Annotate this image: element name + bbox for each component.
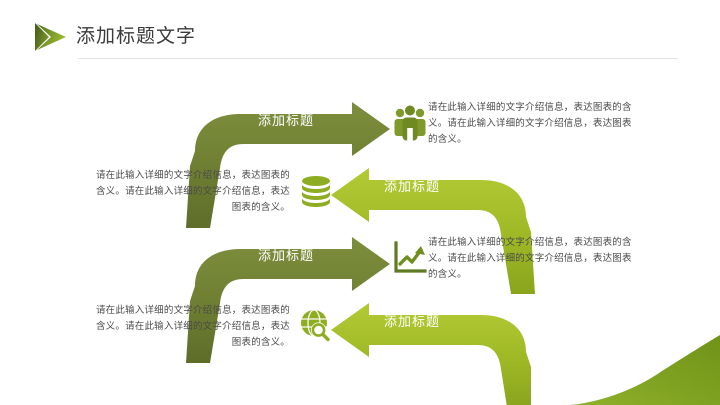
flow-row-4: 添加标题 请在此输入详细的文字介绍信息，表达图表的含义。请在此输入详细的文字介 bbox=[0, 297, 720, 405]
globe-search-icon bbox=[298, 307, 334, 347]
line-chart-up-icon bbox=[392, 239, 428, 279]
arrow-label-2: 添加标题 bbox=[384, 180, 441, 195]
flow-arrow-left-2[interactable] bbox=[0, 162, 720, 294]
flow-body-text-4: 请在此输入详细的文字介绍信息，表达图表的含义。请在此输入详细的文字介绍信息，表达… bbox=[95, 305, 290, 348]
slide-header: 添加标题文字 bbox=[0, 0, 720, 66]
flow-row-2: 添加标题 请在此输入详细的文字介绍信息，表达图表的含义。请在此输入详细的文字介绍… bbox=[0, 162, 720, 294]
flow-arrow-right-3[interactable] bbox=[0, 231, 720, 363]
flow-body-text-2: 请在此输入详细的文字介绍信息，表达图表的含义。请在此输入详细的文字介绍信息，表达… bbox=[95, 170, 290, 213]
database-stack-icon bbox=[298, 172, 334, 212]
flow-arrow-right-1[interactable] bbox=[0, 96, 720, 228]
arrow-label-3: 添加标题 bbox=[258, 249, 315, 264]
flow-arrow-left-4[interactable] bbox=[0, 297, 720, 405]
page-title: 添加标题文字 bbox=[76, 25, 197, 47]
play-triangle-icon bbox=[34, 22, 68, 52]
people-group-icon bbox=[392, 104, 428, 144]
flow-row-3: 添加标题 请在此输入详细的文字介绍信息，表达图表的含义。请在此输入详细的文字介绍… bbox=[0, 231, 720, 363]
flow-body-text-3: 请在此输入详细的文字介绍信息，表达图表的含义。请在此输入详细的文字介绍信息，表达… bbox=[428, 237, 632, 280]
flow-row-1: 添加标题 请在此输入详细的文字介绍信息，表达图表的含义。请在此输入详细的文字介绍… bbox=[0, 96, 720, 228]
arrow-label-4: 添加标题 bbox=[384, 315, 441, 330]
arrow-label-1: 添加标题 bbox=[258, 114, 315, 129]
flow-body-text-1: 请在此输入详细的文字介绍信息，表达图表的含义。请在此输入详细的文字介绍信息，表达… bbox=[428, 102, 632, 145]
corner-decoration bbox=[570, 335, 720, 405]
title-divider bbox=[78, 58, 678, 59]
